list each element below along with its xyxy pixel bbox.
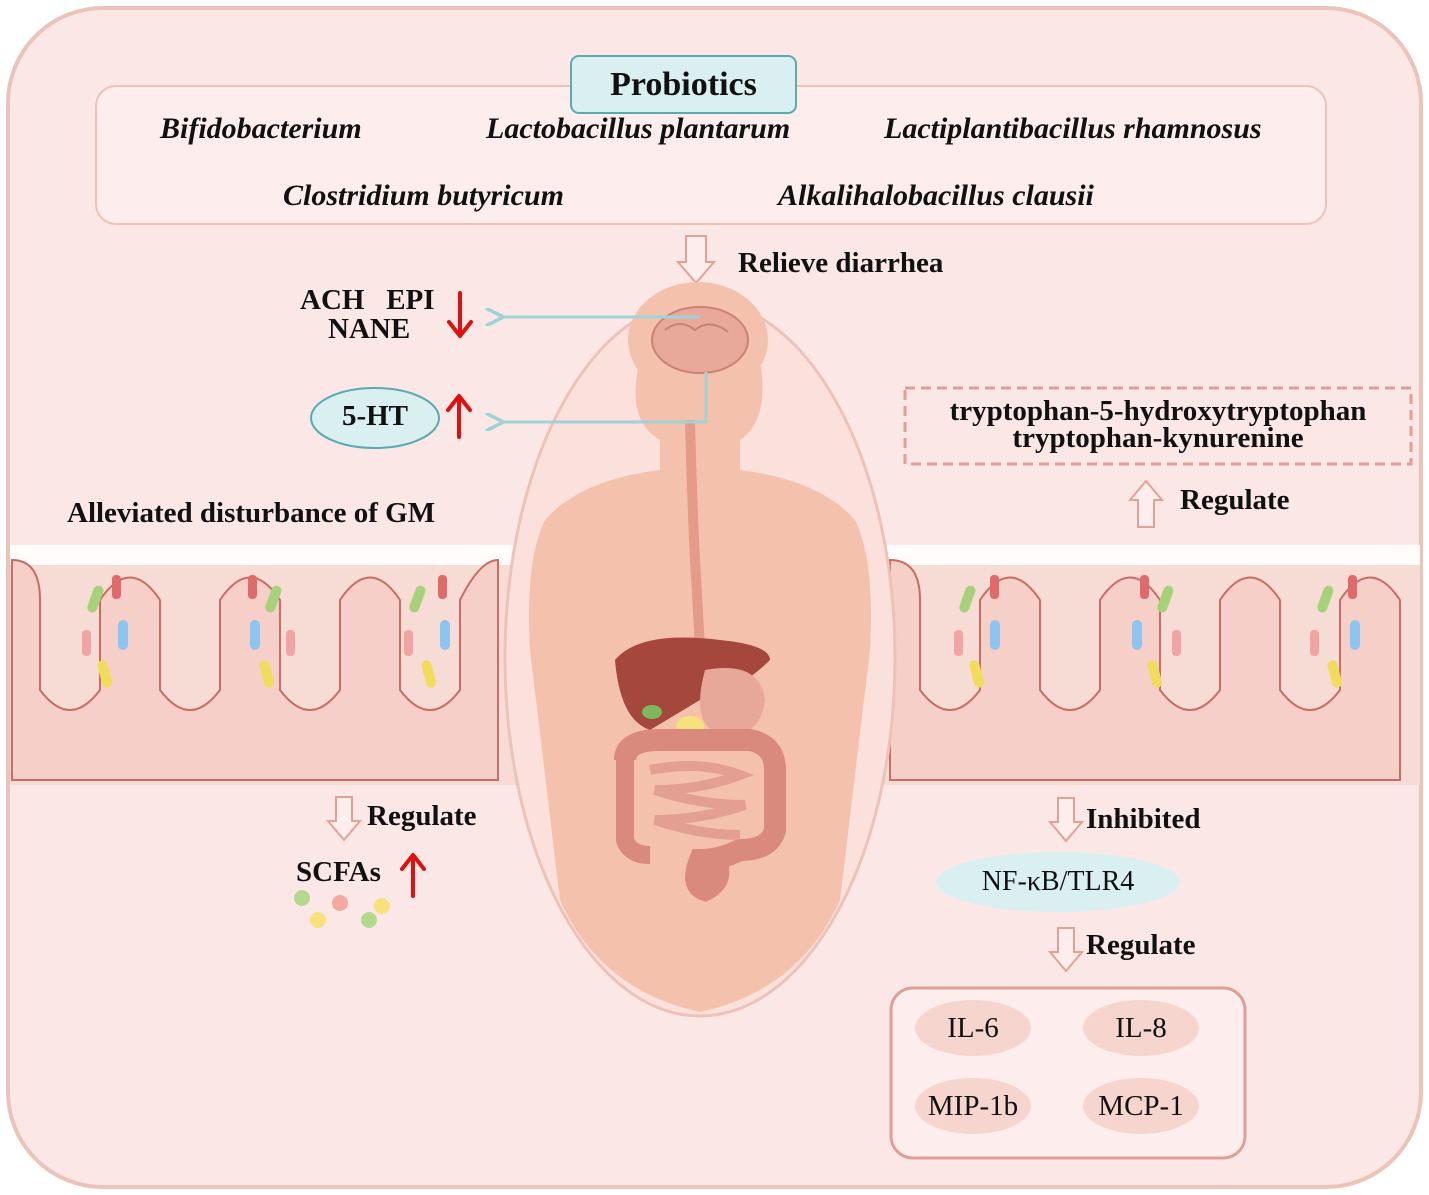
cytokine-regulate-arrow-icon xyxy=(1047,927,1085,973)
cytokine-mcp1: MCP-1 xyxy=(1098,1090,1184,1122)
esophagus-icon xyxy=(685,419,705,651)
pathway-ellipse xyxy=(936,852,1180,912)
small-intestine-icon xyxy=(649,761,755,840)
scfa-regulate-arrow-icon xyxy=(325,796,363,842)
species-lactobacillus-plantarum: Lactobacillus plantarum xyxy=(486,112,791,145)
relieve-arrow-icon xyxy=(675,235,717,285)
tryptophan-regulate-arrow-icon xyxy=(1127,479,1165,528)
scfa-regulate-label: Regulate xyxy=(367,800,477,832)
cytokine-il6: IL-6 xyxy=(947,1012,999,1044)
species-bifidobacterium: Bifidobacterium xyxy=(160,112,362,145)
relieve-diarrhea-label: Relieve diarrhea xyxy=(738,247,944,279)
scfa-label: SCFAs xyxy=(296,856,381,888)
large-intestine-icon xyxy=(614,729,786,902)
cytokine-ellipse-il6 xyxy=(915,1000,1031,1056)
cytokine-ellipse-il8 xyxy=(1083,1000,1199,1056)
scfa-dots xyxy=(294,890,390,928)
inhibited-arrow-icon xyxy=(1047,797,1085,843)
neuro-down-arrow-icon xyxy=(447,291,473,338)
serotonin-label: 5-HT xyxy=(341,400,409,432)
scfa-up-arrow-icon xyxy=(400,853,426,898)
inhibited-label: Inhibited xyxy=(1086,803,1201,835)
serotonin-ellipse xyxy=(310,387,440,449)
bacteria-icons xyxy=(82,575,1360,688)
species-alkalihalobacillus-clausii: Alkalihalobacillus clausii xyxy=(778,179,1094,212)
pathway-label: NF-κB/TLR4 xyxy=(981,866,1135,897)
serotonin-up-arrow-icon xyxy=(446,394,472,439)
tryptophan-line2: tryptophan-kynurenine xyxy=(1012,422,1304,454)
gallbladder-icon xyxy=(642,705,662,719)
intestine-villi-left xyxy=(11,558,499,781)
brain-icon xyxy=(651,306,749,374)
cytokine-ellipse-mip1b xyxy=(915,1078,1031,1134)
stomach-icon xyxy=(700,668,765,736)
cytokine-mip1b: MIP-1b xyxy=(927,1090,1019,1122)
probiotics-title: Probiotics xyxy=(610,66,757,103)
probiotics-title-box xyxy=(570,55,797,114)
tryptophan-box xyxy=(903,386,1413,466)
brain-connector-bottom xyxy=(500,372,708,422)
cytokine-il8: IL-8 xyxy=(1115,1012,1167,1044)
neuro-label-line2: NANE xyxy=(328,313,411,345)
tryptophan-regulate-label: Regulate xyxy=(1180,484,1290,516)
gm-label: Alleviated disturbance of GM xyxy=(67,497,436,529)
species-clostridium-butyricum: Clostridium butyricum xyxy=(283,179,564,212)
cytokine-regulate-label: Regulate xyxy=(1086,929,1196,961)
neuro-label-line1: ACH EPI xyxy=(300,284,435,316)
species-lactiplantibacillus-rhamnosus: Lactiplantibacillus rhamnosus xyxy=(884,112,1262,145)
cytokine-ellipse-mcp1 xyxy=(1083,1078,1199,1134)
tryptophan-line1: tryptophan-5-hydroxytryptophan xyxy=(949,395,1367,427)
